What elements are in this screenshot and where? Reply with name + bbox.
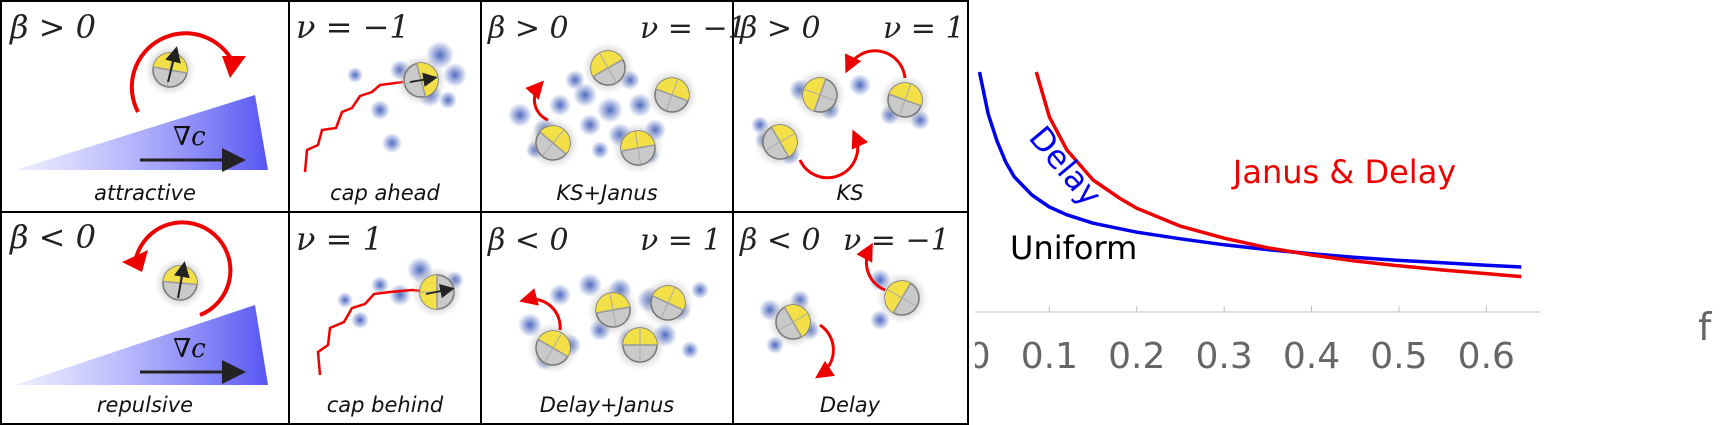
caption-ks-janus: KS+Janus xyxy=(556,181,657,205)
beta-label-4: β > 0 xyxy=(739,11,821,46)
x-tick-label: 0.2 xyxy=(1108,336,1165,377)
gradient-wedge xyxy=(15,95,268,170)
panel-cap-behind: ν = 1 cap behind xyxy=(296,220,464,417)
caption-repulsive: repulsive xyxy=(97,393,193,417)
panel-attractive: β > 0 ∇c attractive xyxy=(9,8,268,205)
caption-cap-behind: cap behind xyxy=(327,393,444,417)
caption-delay-janus: Delay+Janus xyxy=(540,393,674,417)
particle-b xyxy=(637,60,707,130)
rotation-arrow-ccw xyxy=(134,220,233,317)
x-tick-label: 0.3 xyxy=(1196,336,1253,377)
nu-plus-label: ν = 1 xyxy=(296,220,383,258)
beta-label-7: β < 0 xyxy=(487,223,569,258)
rotation-arrowhead xyxy=(222,56,246,78)
beta-negative-label: β < 0 xyxy=(9,218,96,256)
beta-label-3: β > 0 xyxy=(487,11,569,46)
rotation-arrow-4b xyxy=(798,129,869,180)
nu-label-7: ν = 1 xyxy=(640,223,722,258)
region-label-janus-delay: Janus & Delay xyxy=(1231,153,1456,191)
x-axis-title: f xyxy=(1698,305,1713,349)
x-tick-label: 0.1 xyxy=(1021,336,1078,377)
orientation-arrow xyxy=(165,46,181,83)
series-line-janus-delay xyxy=(1034,71,1522,279)
panel-repulsive: β < 0 ∇c repulsive xyxy=(9,218,268,417)
nu-label-4: ν = 1 xyxy=(883,11,965,46)
panel-delay-janus: β < 0 ν = 1 Delay+Janus xyxy=(487,223,722,417)
particle-i xyxy=(785,60,855,130)
x-tick-label: 0.0 xyxy=(975,336,991,377)
rotation-arrowhead-2 xyxy=(122,250,148,272)
rotation-arrow-7 xyxy=(519,288,562,331)
rotation-arrow-3 xyxy=(525,80,549,122)
x-tick-label: 0.5 xyxy=(1370,336,1427,377)
rotation-arrow-8a xyxy=(815,323,835,379)
gradient-symbol: ∇c xyxy=(173,122,206,152)
nu-minus-label: ν = −1 xyxy=(296,8,410,46)
panel-ks-janus: β > 0 ν = −1 KS+Janus xyxy=(487,11,747,205)
rotation-arrow-8b xyxy=(856,242,886,292)
mechanism-panels: β > 0 ∇c attractive β < 0 ∇c repulsive ν… xyxy=(0,0,969,425)
x-tick-label: 0.6 xyxy=(1458,336,1515,377)
particle-h xyxy=(613,318,667,372)
panel-ks: β > 0 ν = 1 KS xyxy=(739,11,965,205)
nu-label-8: ν = −1 xyxy=(843,223,950,258)
gradient-wedge-2 xyxy=(15,305,268,385)
caption-attractive: attractive xyxy=(94,181,196,205)
orientation-arrow-2 xyxy=(173,261,190,299)
caption-cap-ahead: cap ahead xyxy=(330,181,440,205)
caption-delay: Delay xyxy=(820,393,881,417)
beta-label-8: β < 0 xyxy=(739,223,821,258)
region-label-delay: Delay xyxy=(1021,119,1109,214)
caption-ks: KS xyxy=(836,181,863,205)
panel-delay: β < 0 ν = −1 Delay xyxy=(739,223,950,417)
rotation-arrow-cw xyxy=(129,31,235,113)
orientation-arrow-4 xyxy=(425,284,455,299)
phase-diagram: 12340.00.10.20.30.40.50.6Pef DelayJanus … xyxy=(975,71,1713,377)
trajectory-2 xyxy=(316,288,433,376)
x-tick-label: 0.4 xyxy=(1283,336,1340,377)
region-label-uniform: Uniform xyxy=(1010,229,1137,267)
nu-label-3: ν = −1 xyxy=(640,11,747,46)
beta-positive-label: β > 0 xyxy=(9,8,96,46)
gradient-symbol-2: ∇c xyxy=(173,334,206,364)
panel-cap-ahead: ν = −1 cap ahead xyxy=(296,8,467,205)
series-line-delay xyxy=(977,71,1522,269)
orientation-arrow-3 xyxy=(409,72,438,87)
trajectory xyxy=(303,80,404,173)
rotation-arrow-4a xyxy=(845,49,907,79)
